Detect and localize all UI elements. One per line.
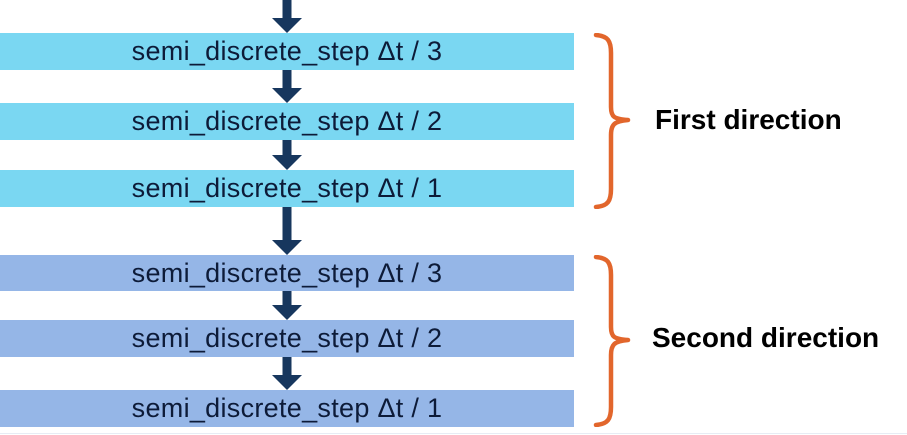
down-arrow-icon <box>272 0 302 33</box>
arrow-shaft <box>282 291 292 307</box>
arrow-shaft <box>282 70 292 90</box>
second-direction-label: Second direction <box>652 322 880 353</box>
arrow-shaft <box>282 357 292 377</box>
step-label: semi_discrete_step Δt / 1 <box>131 173 443 203</box>
arrow-shaft <box>282 0 292 20</box>
step-bar-first-1: semi_discrete_step Δt / 3 <box>0 33 574 70</box>
arrow-shaft <box>282 140 292 157</box>
first-direction-label: First direction <box>655 104 842 135</box>
arrow-head <box>272 88 302 103</box>
down-arrow-icon <box>272 357 302 390</box>
step-bar-first-2: semi_discrete_step Δt / 2 <box>0 103 574 140</box>
step-bar-second-2: semi_discrete_step Δt / 2 <box>0 320 574 357</box>
cropped-bottom-edge <box>0 433 907 434</box>
down-arrow-icon <box>272 70 302 103</box>
arrow-head <box>272 155 302 170</box>
curly-brace-icon <box>593 255 631 427</box>
down-arrow-icon <box>272 291 302 320</box>
step-label: semi_discrete_step Δt / 1 <box>131 393 443 423</box>
step-label: semi_discrete_step Δt / 2 <box>131 323 443 353</box>
step-label: semi_discrete_step Δt / 2 <box>131 106 443 136</box>
curly-brace-icon <box>593 33 631 209</box>
step-bar-first-3: semi_discrete_step Δt / 1 <box>0 170 574 207</box>
arrow-shaft <box>282 207 292 242</box>
step-label: semi_discrete_step Δt / 3 <box>131 258 443 288</box>
down-arrow-icon <box>272 140 302 170</box>
step-label: semi_discrete_step Δt / 3 <box>131 36 443 66</box>
arrow-head <box>272 18 302 33</box>
down-arrow-icon <box>272 207 302 255</box>
arrow-head <box>272 240 302 255</box>
step-bar-second-3: semi_discrete_step Δt / 1 <box>0 390 574 427</box>
arrow-head <box>272 375 302 390</box>
step-bar-second-1: semi_discrete_step Δt / 3 <box>0 255 574 291</box>
arrow-head <box>272 305 302 320</box>
